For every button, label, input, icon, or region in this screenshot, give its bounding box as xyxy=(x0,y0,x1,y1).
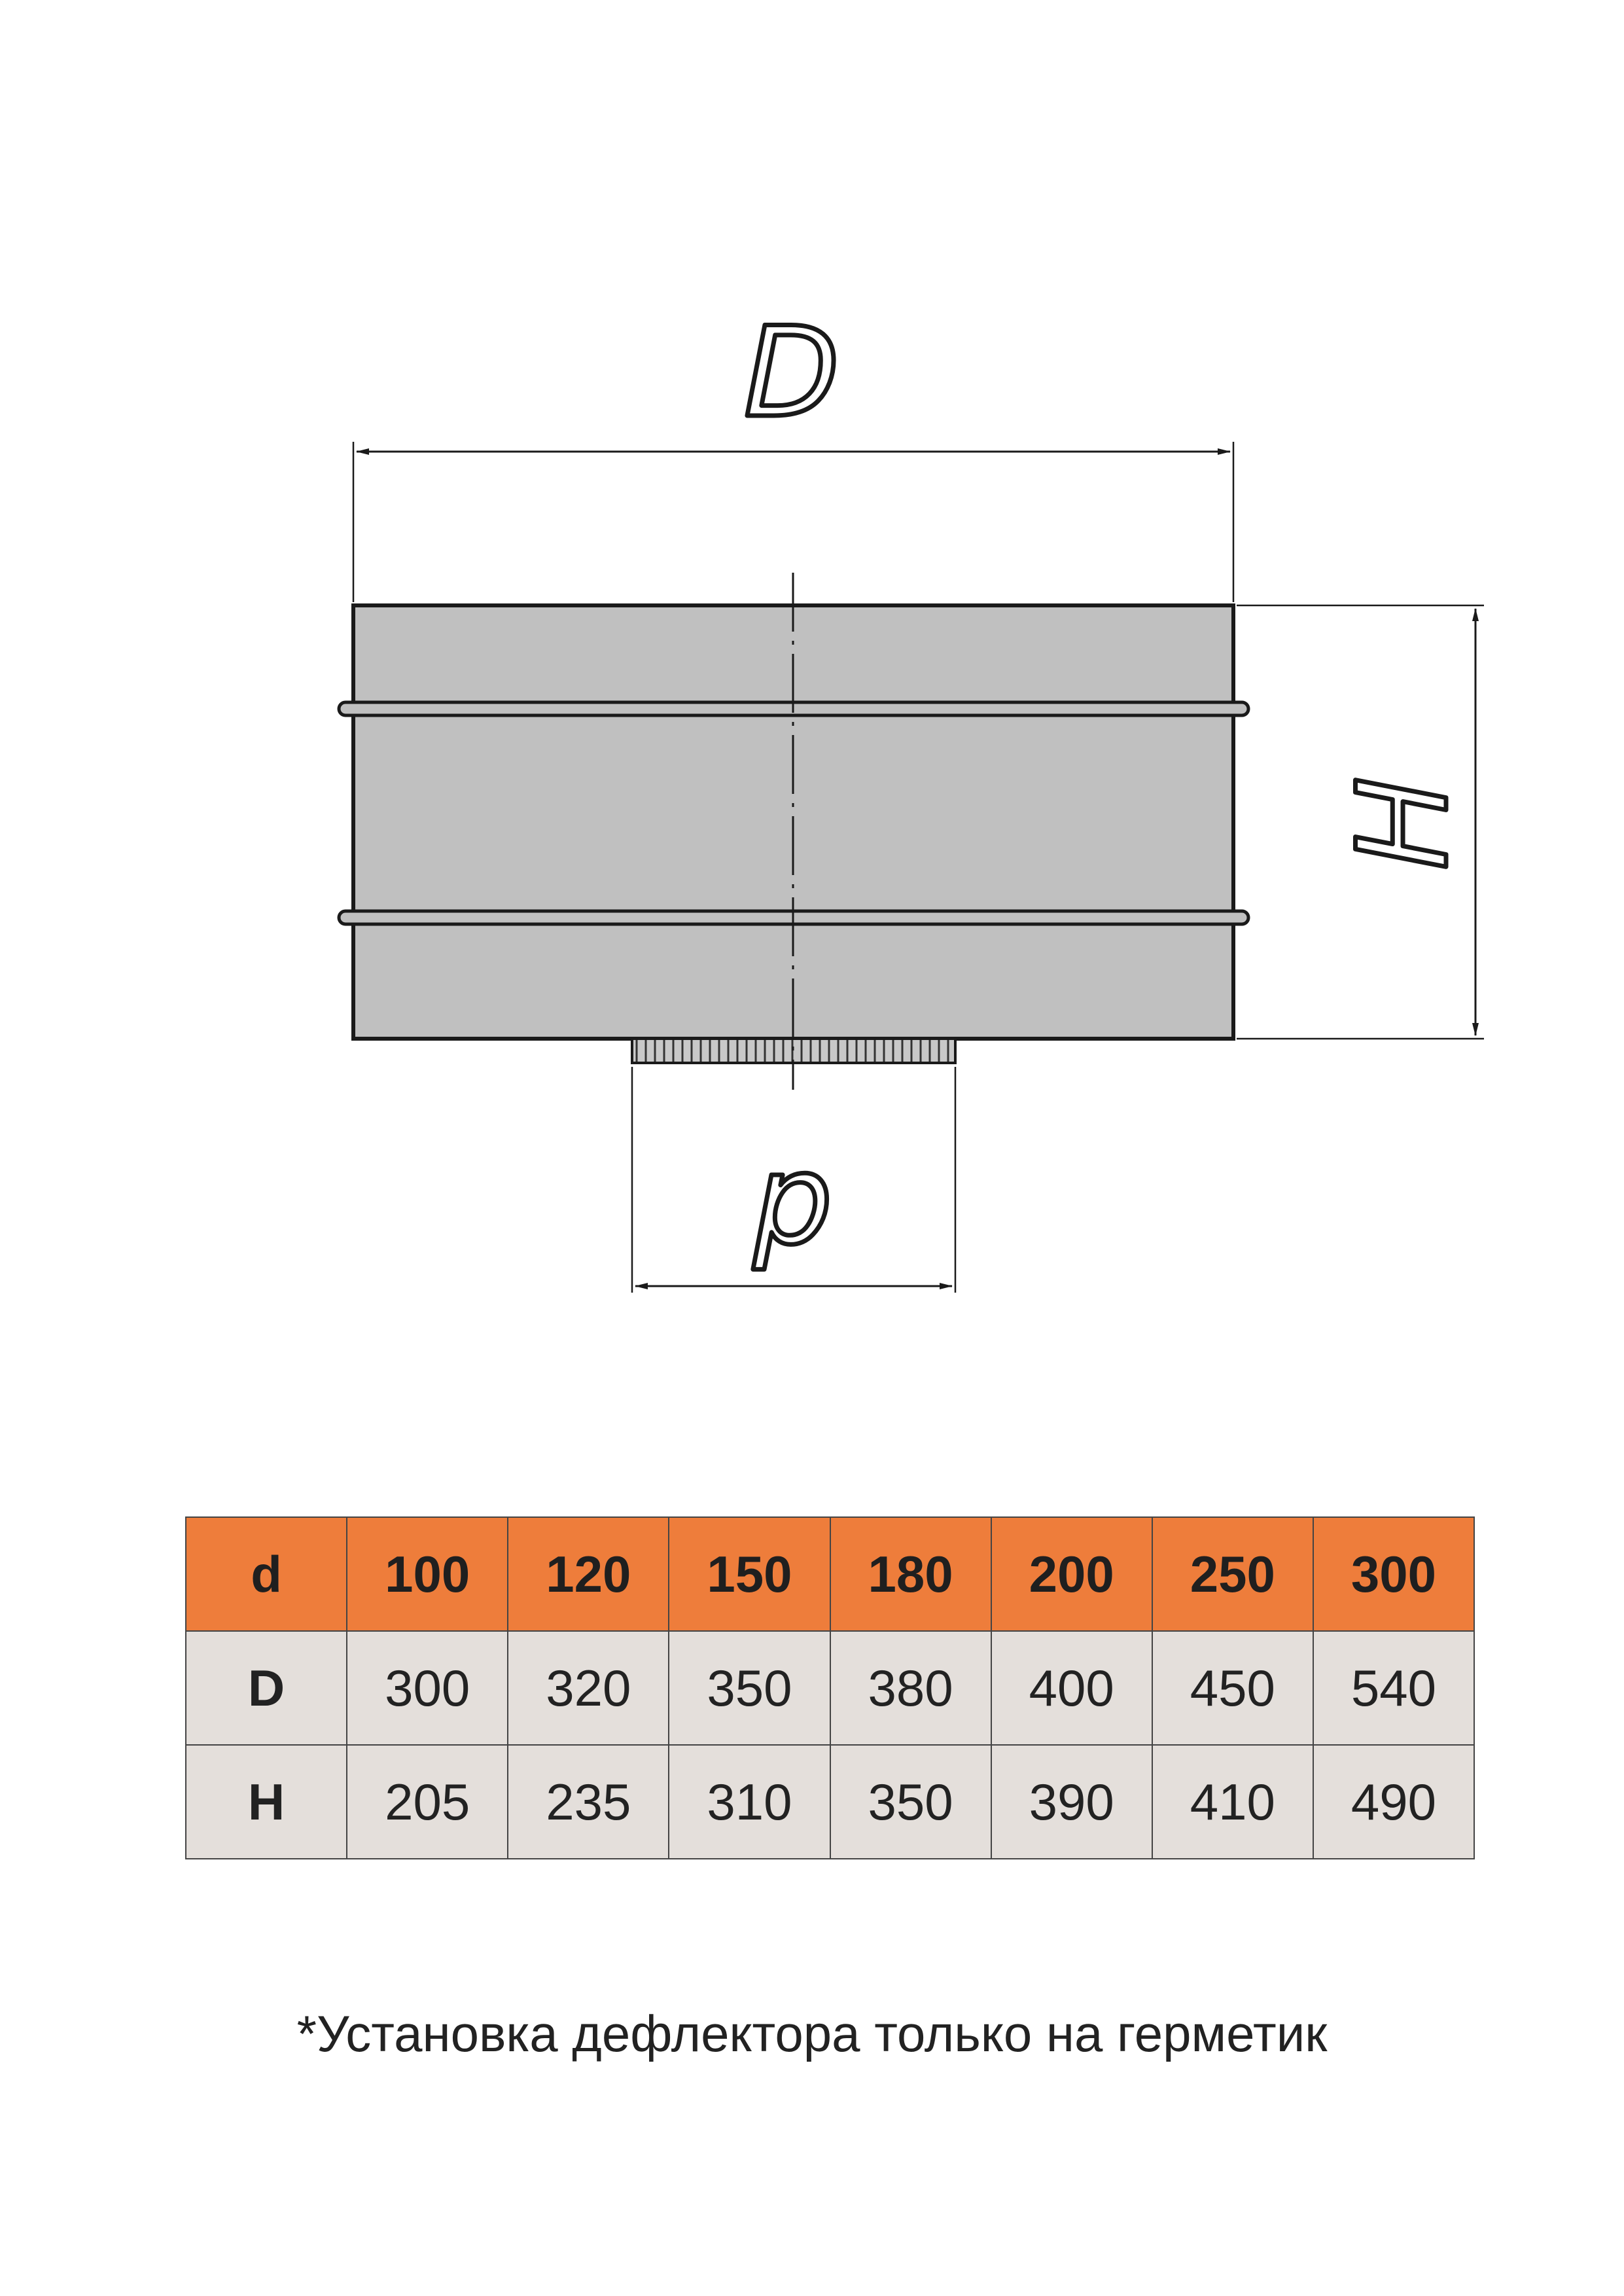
deflector-drawing: D H d xyxy=(337,298,1484,1293)
table-cell: 350 xyxy=(668,1630,831,1746)
table-cell: 390 xyxy=(990,1744,1153,1859)
table-row: H 205 235 310 350 390 410 490 xyxy=(185,1744,1475,1859)
table-cell: 235 xyxy=(507,1744,670,1859)
table-cell: 540 xyxy=(1312,1630,1475,1746)
table-cell: 450 xyxy=(1151,1630,1314,1746)
table-cell: 120 xyxy=(507,1516,670,1632)
dimensions-table: d 100 120 150 180 200 250 300 D 300 320 … xyxy=(185,1516,1475,1859)
table-cell: 300 xyxy=(346,1630,509,1746)
dimension-d: d xyxy=(631,1067,957,1293)
dimension-label-d: d xyxy=(752,1145,832,1290)
table-cell: 350 xyxy=(829,1744,992,1859)
dimension-D: D xyxy=(352,298,1235,602)
table-row-label: H xyxy=(185,1744,348,1859)
footnote: *Установка дефлектора только на герметик xyxy=(296,2005,1328,2062)
table-cell: d xyxy=(185,1516,348,1632)
table-cell: 490 xyxy=(1312,1744,1475,1859)
table-cell: 205 xyxy=(346,1744,509,1859)
table-cell: 400 xyxy=(990,1630,1153,1746)
table-cell: 410 xyxy=(1151,1744,1314,1859)
table-cell: 380 xyxy=(829,1630,992,1746)
table-cell: 200 xyxy=(990,1516,1153,1632)
table-cell: 320 xyxy=(507,1630,670,1746)
dimension-label-D: D xyxy=(744,300,839,445)
table-cell: 180 xyxy=(829,1516,992,1632)
table-cell: 250 xyxy=(1151,1516,1314,1632)
table-row-label: D xyxy=(185,1630,348,1746)
table-row: D 300 320 350 380 400 450 540 xyxy=(185,1630,1475,1746)
table-header-row: d 100 120 150 180 200 250 300 xyxy=(185,1516,1475,1632)
table-cell: 310 xyxy=(668,1744,831,1859)
table-cell: 100 xyxy=(346,1516,509,1632)
corrugated-spigot xyxy=(631,1037,957,1064)
table-cell: 150 xyxy=(668,1516,831,1632)
dimension-H: H xyxy=(1237,604,1484,1040)
dimension-label-H: H xyxy=(1331,777,1475,870)
table-cell: 300 xyxy=(1312,1516,1475,1632)
